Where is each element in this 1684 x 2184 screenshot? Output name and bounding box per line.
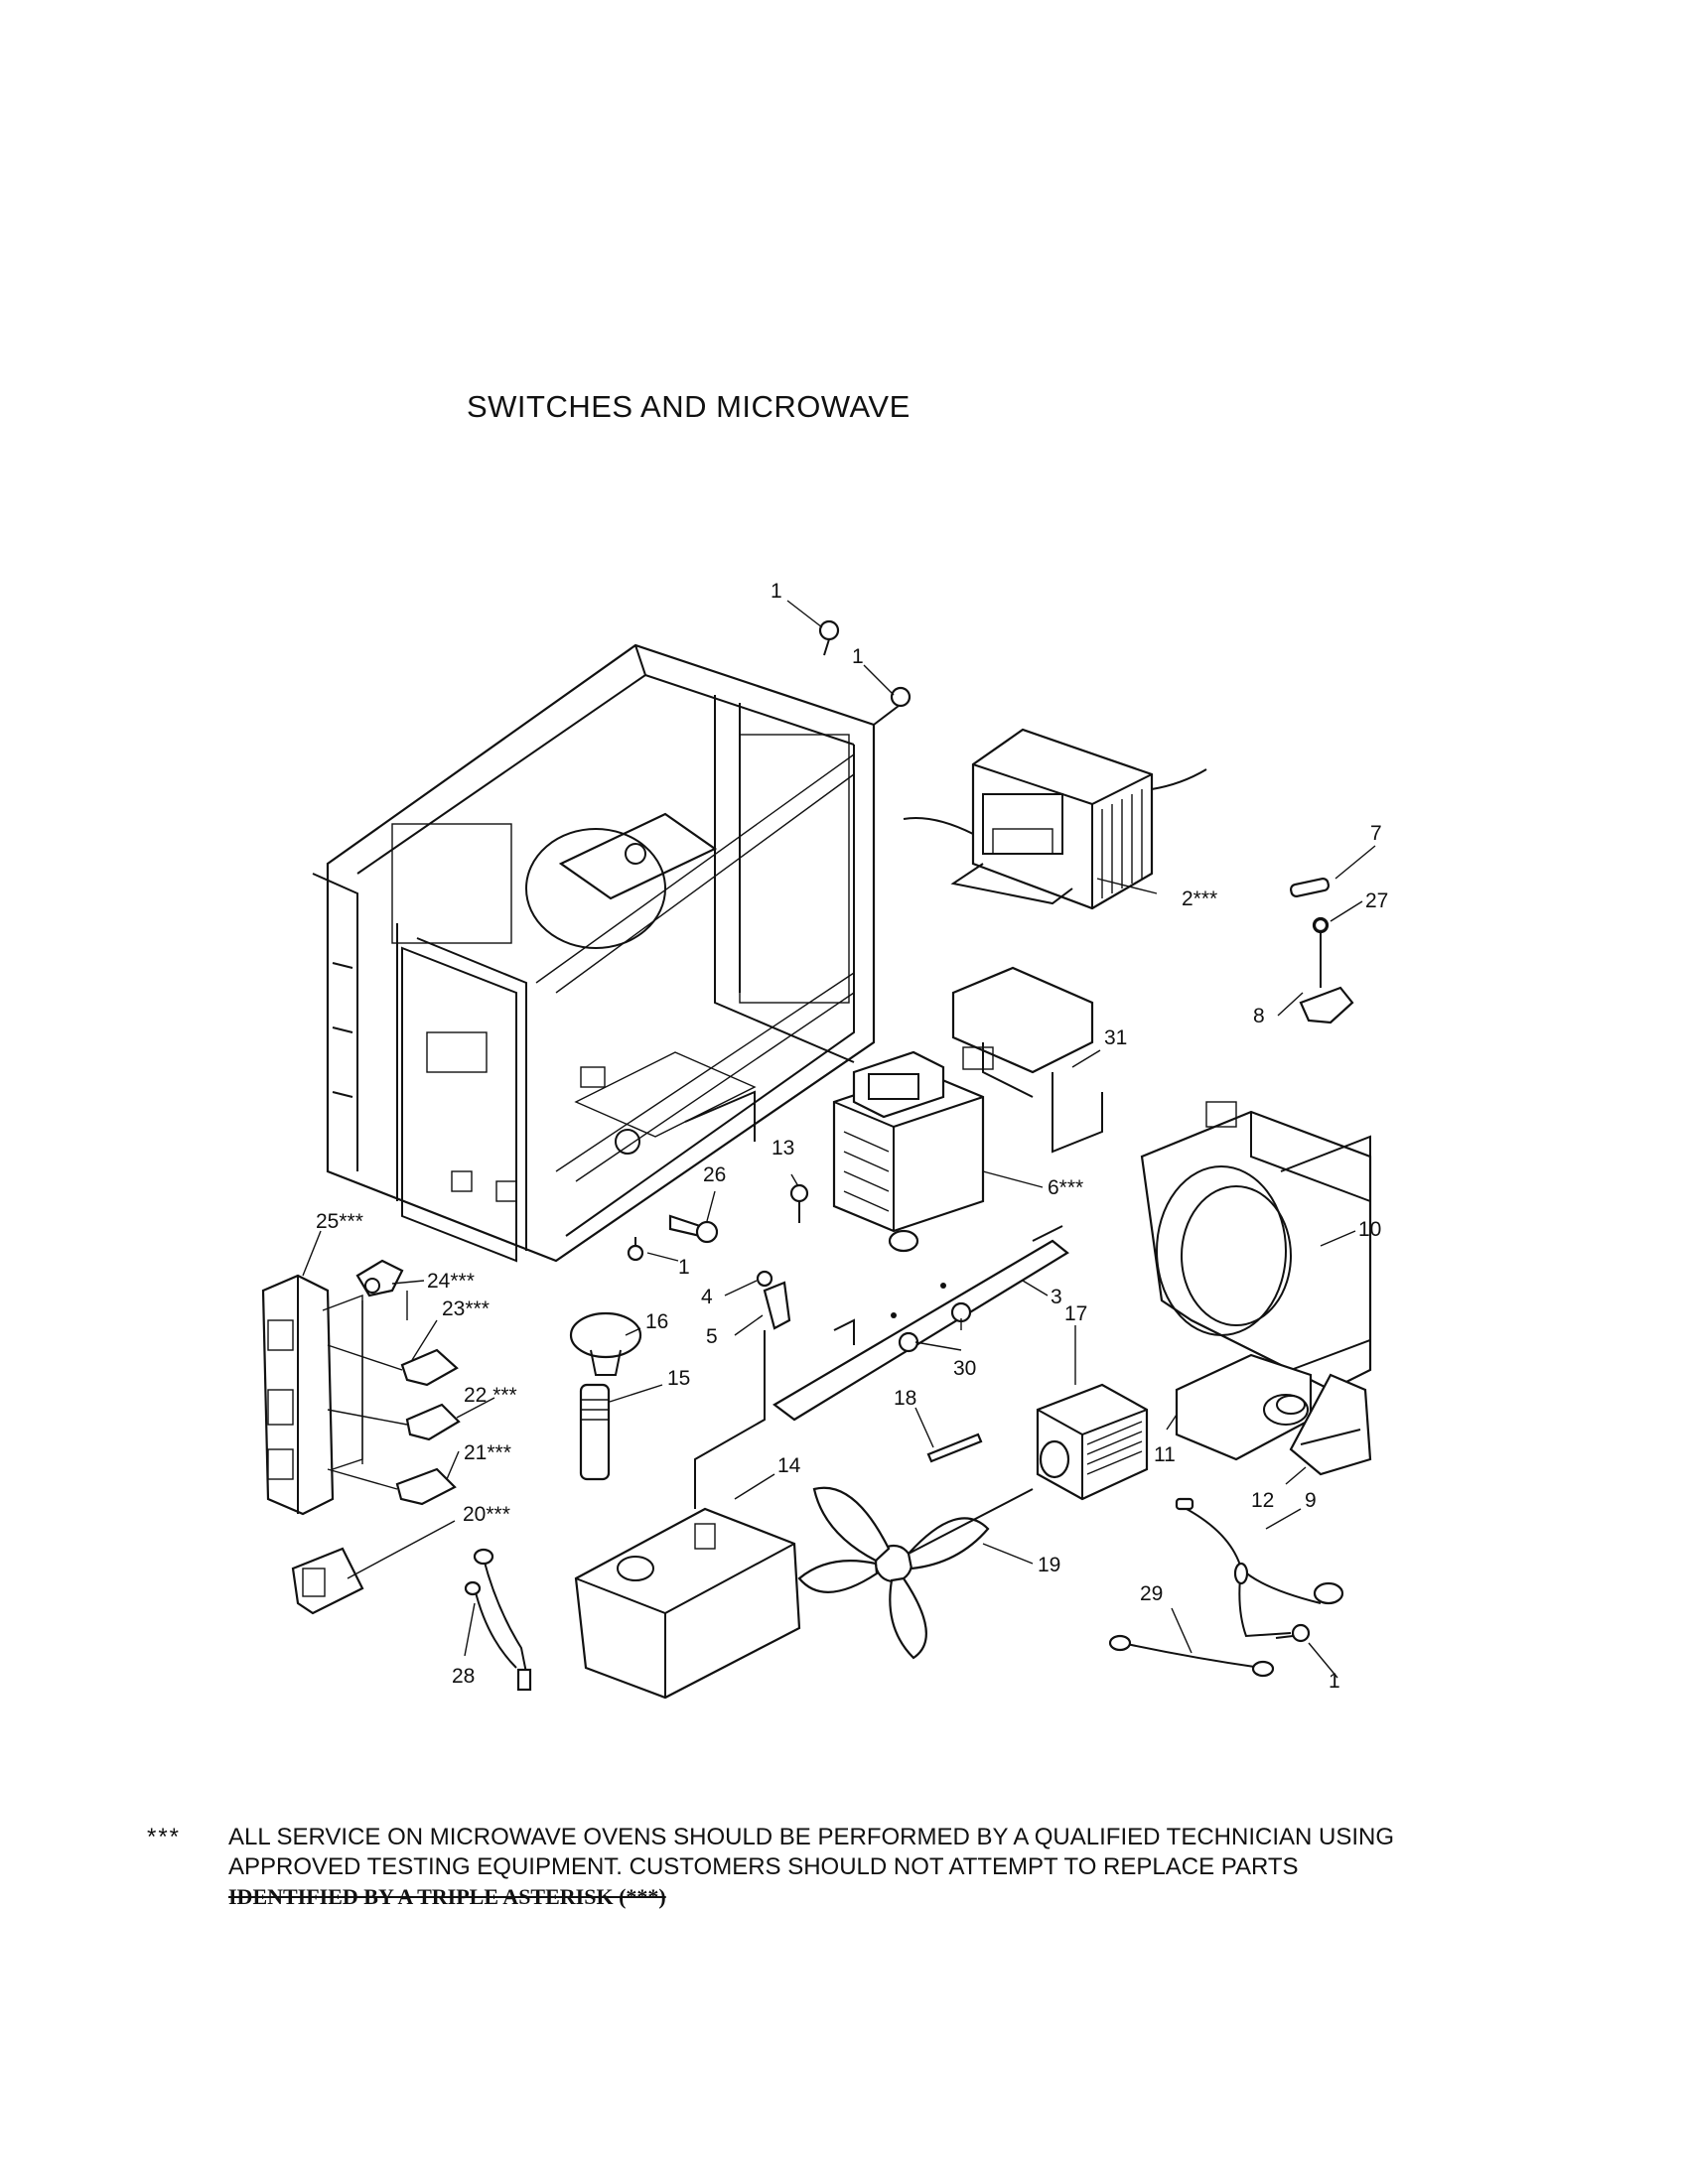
screw-1b [873,686,912,726]
callout-1-bottom: 1 [1329,1670,1340,1693]
callout-8-fuse-holder: 8 [1253,1005,1265,1027]
callout-4: 4 [701,1286,713,1308]
callout-14-air-guide: 14 [777,1454,801,1477]
wire-harness-29 [1108,1634,1275,1678]
oven-chassis [312,643,876,1263]
callout-20: 20*** [463,1503,510,1526]
screw-27 [1313,917,1329,933]
wire-harness-28 [464,1548,532,1692]
screw-30b [898,1331,919,1353]
latch-holder [261,1274,363,1516]
waveguide-bracket [951,966,1103,1154]
callout-22: 22 *** [464,1384,517,1407]
lamp-socket [694,1281,791,1509]
callout-6-magnetron: 6*** [1048,1176,1083,1199]
callout-30: 30 [953,1357,976,1380]
callout-1-upper: 1 [852,645,864,668]
callout-15-shaft: 15 [667,1367,690,1390]
callout-12: 12 [1251,1489,1274,1512]
notice-line-1: ALL SERVICE ON MICROWAVE OVENS SHOULD BE… [228,1824,1395,1850]
callout-5-lamp-socket: 5 [706,1325,718,1348]
callout-18: 18 [894,1387,916,1410]
support-bracket [772,1225,1069,1422]
notice-line-3: IDENTIFIED BY A TRIPLE ASTERISK (***) [228,1884,666,1909]
callout-27: 27 [1365,889,1388,912]
service-notice: *** ALL SERVICE ON MICROWAVE OVENS SHOUL… [147,1823,1577,1912]
leader-lines [302,600,1376,1679]
screw-26 [668,1214,719,1244]
notice-marker: *** [147,1824,182,1850]
callout-13: 13 [772,1137,794,1160]
callout-29: 29 [1140,1582,1163,1605]
callout-16-stirrer: 16 [645,1310,668,1333]
callout-26: 26 [703,1163,726,1186]
callout-1-top: 1 [771,580,782,603]
wire-harness-9 [1175,1497,1344,1638]
screw-13 [789,1183,809,1223]
callout-9: 9 [1305,1489,1317,1512]
fan-blade [797,1486,1034,1660]
screw-1c [627,1237,644,1262]
callout-24: 24*** [427,1270,475,1293]
fan-duct [1140,1101,1372,1392]
callout-19-fan-blade: 19 [1038,1554,1060,1576]
callout-2-transformer: 2*** [1182,887,1217,910]
switch-23 [400,1348,459,1387]
fuse-holder [1299,916,1354,1024]
transformer [903,728,1207,910]
screw-18 [926,1433,983,1463]
callout-10-fan-duct: 10 [1358,1218,1381,1241]
screw-4 [756,1270,773,1288]
page-title: SWITCHES AND MICROWAVE [467,389,911,424]
callout-25: 25*** [316,1210,363,1233]
callout-3-bracket: 3 [1051,1286,1062,1308]
air-guide [574,1507,801,1700]
fan-motor [1036,1383,1149,1501]
callout-28: 28 [452,1665,475,1688]
callout-31: 31 [1104,1026,1127,1049]
stirrer-shaft [579,1383,611,1481]
callout-23: 23*** [442,1297,490,1320]
magnetron [832,1050,985,1253]
callout-7-fuse: 7 [1370,822,1382,845]
callout-17-fan-motor: 17 [1064,1302,1087,1325]
fuse [1289,878,1331,897]
switch-24 [355,1259,404,1297]
switch-21 [395,1467,457,1506]
screw-1d [1275,1623,1311,1643]
capacitor [1175,1353,1313,1461]
callout-labels: 1 1 2*** 7 27 8 31 6*** 13 26 1 25*** 24… [316,580,1388,1693]
callout-1-floor: 1 [678,1256,690,1279]
screw-1a [818,619,840,656]
callout-11-capacitor: 11 [1154,1443,1176,1466]
notice-line-2: APPROVED TESTING EQUIPMENT. CUSTOMERS SH… [228,1853,1299,1880]
capacitor-bracket [1289,1373,1372,1476]
switch-22 [405,1403,461,1441]
callout-21: 21*** [464,1441,511,1464]
switch-20 [291,1547,364,1615]
stirrer [569,1311,642,1376]
